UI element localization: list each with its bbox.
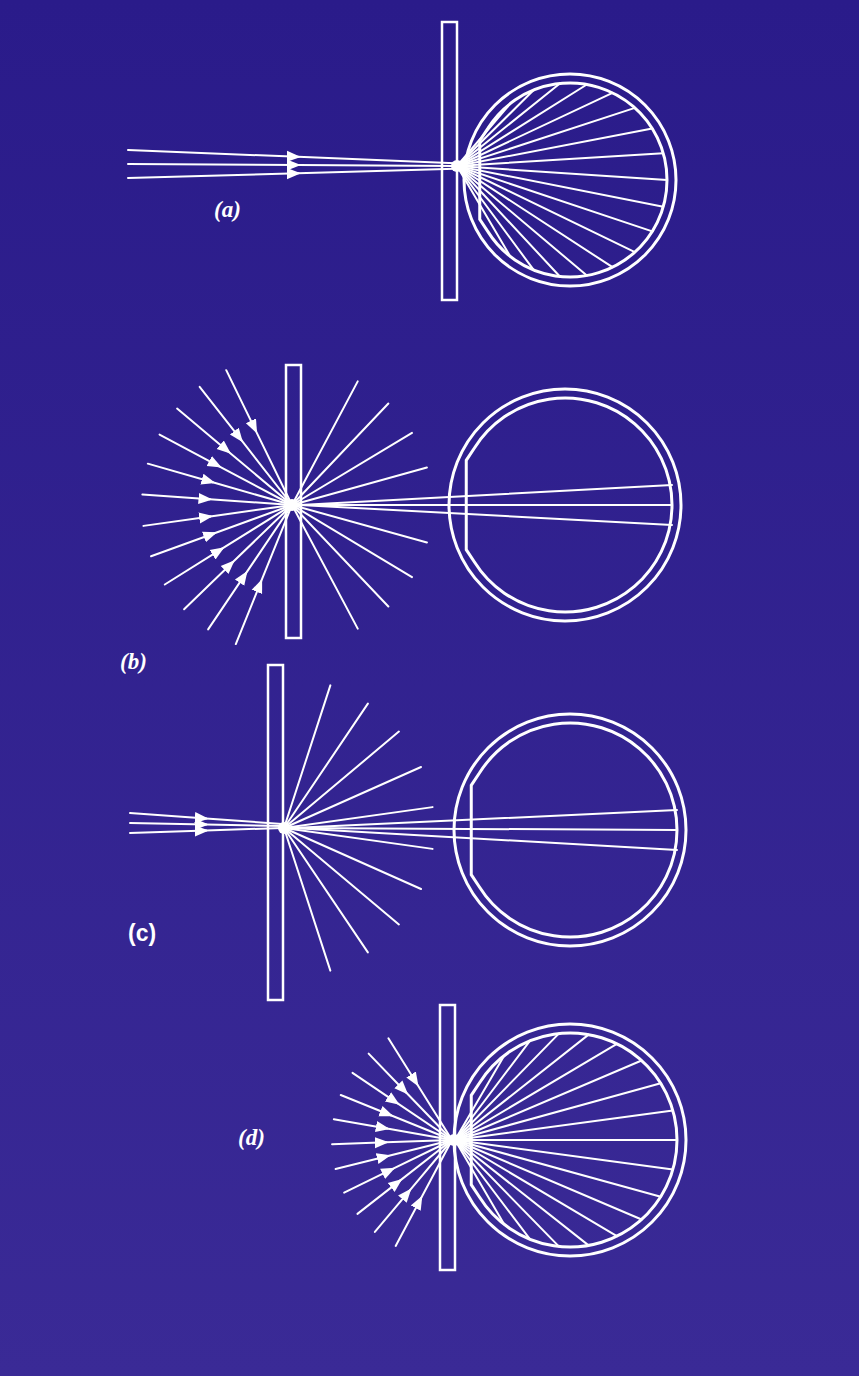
light-spot xyxy=(286,499,298,511)
light-ray xyxy=(130,831,206,834)
light-ray xyxy=(128,164,298,165)
light-ray xyxy=(165,549,222,585)
light-ray xyxy=(336,1156,388,1169)
light-ray xyxy=(241,440,292,505)
light-ray xyxy=(417,1084,452,1140)
light-ray xyxy=(210,505,292,516)
light-ray xyxy=(200,387,242,440)
light-ray xyxy=(457,166,587,276)
light-ray xyxy=(236,581,261,644)
light-ray xyxy=(455,1139,677,1141)
light-ray xyxy=(206,825,282,827)
light-ray xyxy=(393,1140,452,1169)
light-ray xyxy=(457,166,613,267)
light-ray xyxy=(226,370,256,431)
light-ray xyxy=(148,464,213,483)
light-ray xyxy=(298,157,455,163)
light-ray xyxy=(357,1181,400,1214)
light-ray xyxy=(206,828,282,831)
light-ray xyxy=(292,828,677,850)
light-ray xyxy=(128,150,298,157)
light-ray xyxy=(284,828,368,952)
light-ray xyxy=(457,166,510,256)
light-spot xyxy=(451,160,463,172)
light-ray xyxy=(298,164,455,167)
light-ray xyxy=(292,505,412,577)
light-ray xyxy=(386,1140,452,1142)
light-ray xyxy=(256,431,292,505)
light-ray xyxy=(455,1140,559,1246)
light-ray xyxy=(457,93,613,166)
light-ray xyxy=(332,1142,386,1144)
light-ray xyxy=(128,173,298,178)
light-ray xyxy=(160,435,220,467)
light-ray xyxy=(206,819,282,825)
light-ray xyxy=(143,516,210,525)
light-ray xyxy=(233,505,292,562)
light-ray xyxy=(130,813,206,819)
light-ray xyxy=(284,828,330,971)
light-ray xyxy=(213,482,292,505)
light-ray xyxy=(455,1083,661,1140)
light-ray xyxy=(284,828,399,924)
light-ray xyxy=(406,1093,452,1140)
light-ray xyxy=(455,1140,642,1220)
light-ray xyxy=(455,1140,661,1197)
light-ray xyxy=(300,505,672,525)
light-ray xyxy=(292,810,677,828)
light-ray xyxy=(184,562,233,609)
light-ray xyxy=(130,823,206,825)
light-ray xyxy=(457,153,663,166)
light-ray xyxy=(142,495,209,500)
light-ray xyxy=(214,505,292,533)
figure-label: (d) xyxy=(238,1126,265,1149)
light-ray xyxy=(397,1103,452,1140)
light-ray xyxy=(300,485,672,505)
figure-label: (a) xyxy=(214,198,241,221)
light-ray xyxy=(455,1140,589,1245)
light-ray xyxy=(457,166,534,270)
light-ray xyxy=(292,433,412,505)
light-ray xyxy=(455,1044,617,1140)
light-ray xyxy=(292,381,358,505)
light-ray xyxy=(298,169,455,173)
light-ray xyxy=(457,90,534,166)
light-ray xyxy=(455,1140,530,1239)
light-ray xyxy=(455,1140,504,1224)
light-ray xyxy=(421,1140,452,1198)
light-ray xyxy=(334,1119,387,1128)
light-ray xyxy=(300,504,672,506)
light-ray xyxy=(410,1140,452,1191)
light-ray xyxy=(219,466,292,505)
light-ray xyxy=(292,505,388,607)
figure-label: (c) xyxy=(128,922,156,945)
light-ray xyxy=(344,1169,393,1193)
light-ray xyxy=(284,685,330,828)
light-spot xyxy=(448,1134,460,1146)
light-ray xyxy=(292,403,388,505)
light-ray xyxy=(396,1198,421,1246)
figure-label: (b) xyxy=(120,650,147,673)
light-ray xyxy=(229,452,292,505)
light-ray xyxy=(388,1038,417,1084)
light-ray xyxy=(292,828,677,830)
eye-outline xyxy=(454,1024,686,1256)
light-ray xyxy=(246,505,292,573)
light-spot xyxy=(278,822,290,834)
light-ray xyxy=(455,1111,673,1140)
light-ray xyxy=(292,505,358,629)
light-ray xyxy=(457,166,635,252)
light-ray xyxy=(457,166,560,276)
light-ray xyxy=(341,1095,391,1115)
figures xyxy=(128,22,686,1270)
light-ray xyxy=(151,533,214,556)
